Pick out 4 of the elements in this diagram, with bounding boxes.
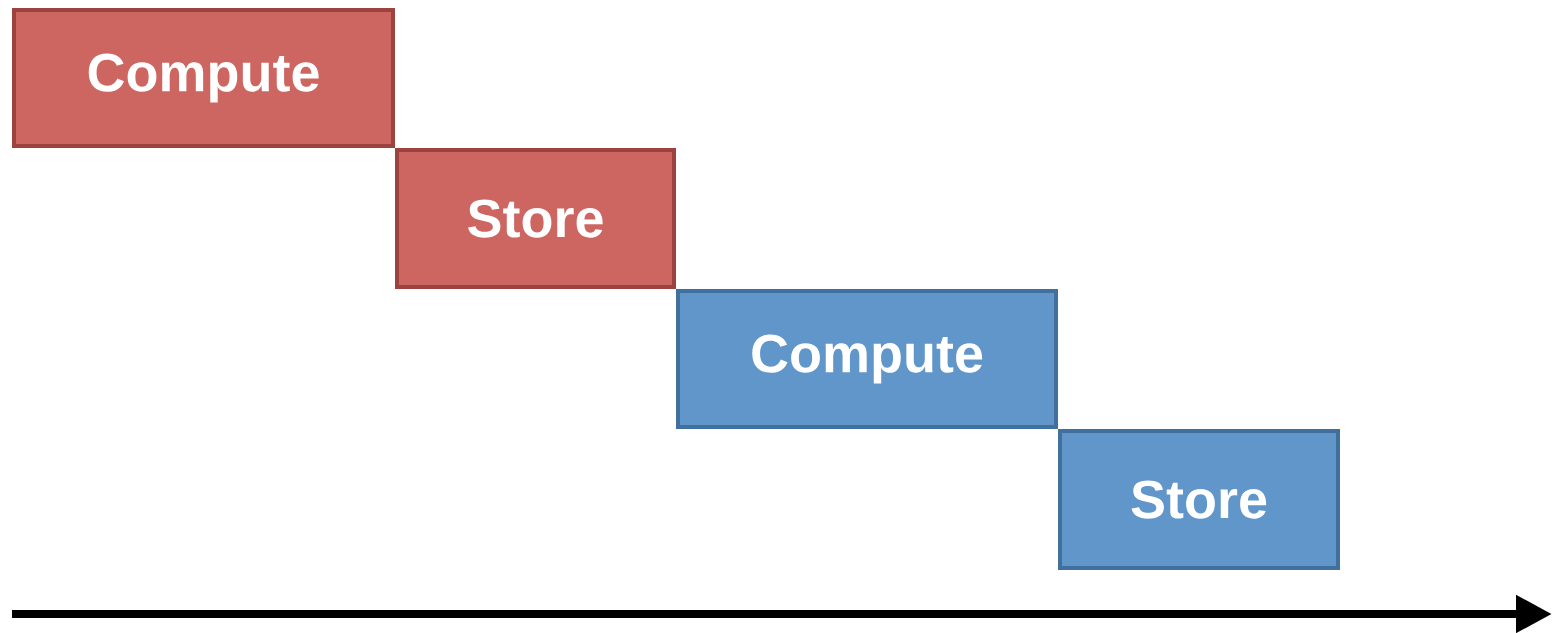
step-box: Store xyxy=(395,148,676,289)
step-box: Compute xyxy=(676,289,1058,429)
step-box: Compute xyxy=(12,8,395,148)
step-box: Store xyxy=(1058,429,1340,570)
